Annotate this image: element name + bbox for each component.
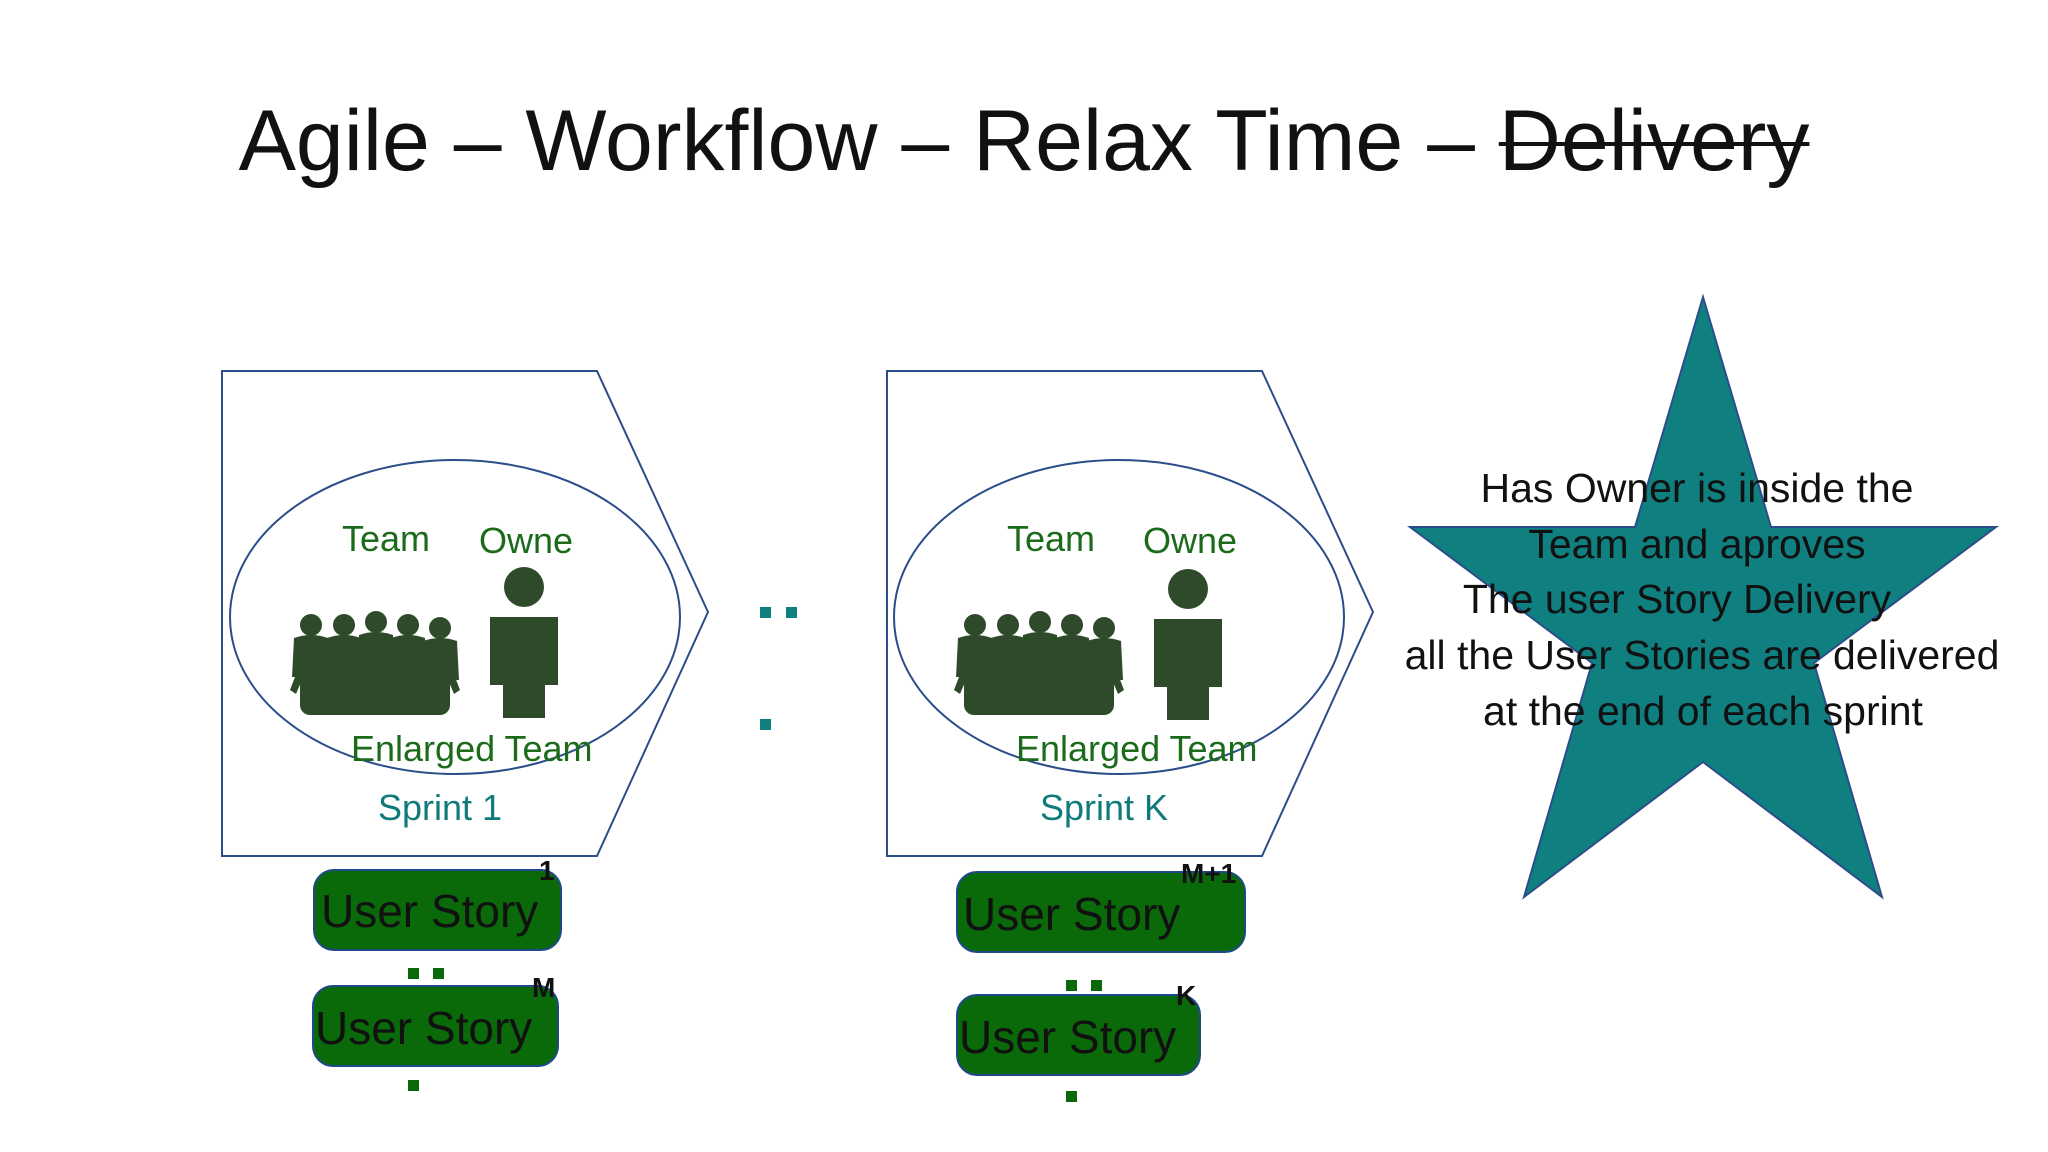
user-story-label: User Story (963, 888, 1180, 940)
sprint-label: Sprint 1 (378, 787, 502, 828)
user-story-label: User Story (315, 1002, 532, 1054)
team-silhouette-icon (290, 611, 460, 715)
team-silhouette-icon (954, 611, 1124, 715)
star-line-4: all the User Stories are delivered (1405, 632, 2000, 678)
title-struck-word: Delivery (1498, 93, 1810, 189)
team-label: Team (1007, 518, 1095, 559)
star-line-5: at the end of each sprint (1483, 688, 1924, 734)
user-story-label: User Story (959, 1011, 1176, 1063)
sprint-block-1: Team Owne Enlarged Team Sprint 1 User St… (221, 370, 710, 1091)
user-story-k[interactable]: User Story K (956, 980, 1201, 1076)
ellipsis-dots-icon (760, 607, 797, 730)
enlarged-team-ellipse (893, 459, 1345, 775)
user-story-index: M+1 (1181, 858, 1236, 889)
ellipsis-dots-icon (408, 1080, 419, 1091)
enlarged-team-label: Enlarged Team (1016, 728, 1258, 769)
user-story-index: M (532, 972, 555, 1003)
user-story-m-plus-1[interactable]: User Story M+1 (956, 858, 1246, 953)
slide-title: Agile – Workflow – Relax Time – Delivery (0, 92, 2048, 191)
sprint-pentagon (221, 370, 710, 857)
delivery-star: Has Owner is inside the Team and aproves… (1405, 293, 2000, 900)
user-story-box[interactable] (313, 869, 562, 951)
ellipsis-dots-icon (408, 968, 444, 979)
user-story-2[interactable]: User Story M (312, 972, 559, 1067)
ellipsis-dots-icon (1066, 1091, 1077, 1102)
owner-silhouette-icon (1154, 569, 1222, 720)
user-story-index: K (1176, 980, 1196, 1011)
user-story-1[interactable]: User Story 1 (313, 855, 562, 951)
title-prefix: Agile – Workflow – Relax Time – (238, 93, 1499, 189)
sprint-pentagon (886, 370, 1375, 857)
star-line-1: Has Owner is inside the (1481, 465, 1914, 511)
owner-label: Owne (1143, 520, 1237, 561)
user-story-label: User Story (321, 885, 538, 937)
user-story-index: 1 (539, 855, 555, 886)
owner-silhouette-icon (490, 567, 558, 718)
user-story-box[interactable] (956, 871, 1246, 953)
user-story-box[interactable] (312, 985, 559, 1067)
star-line-3: The user Story Delivery (1463, 576, 1892, 622)
sprint-block-k: Team Owne Enlarged Team Sprint K User St… (886, 370, 1375, 1102)
user-story-box[interactable] (956, 994, 1201, 1076)
team-label: Team (342, 518, 430, 559)
owner-label: Owne (479, 520, 573, 561)
enlarged-team-label: Enlarged Team (351, 728, 593, 769)
star-shape (1406, 293, 2000, 900)
ellipsis-dots-icon (1066, 980, 1102, 991)
sprint-label: Sprint K (1040, 787, 1168, 828)
star-line-2: Team and aproves (1528, 521, 1865, 567)
enlarged-team-ellipse (229, 459, 681, 775)
